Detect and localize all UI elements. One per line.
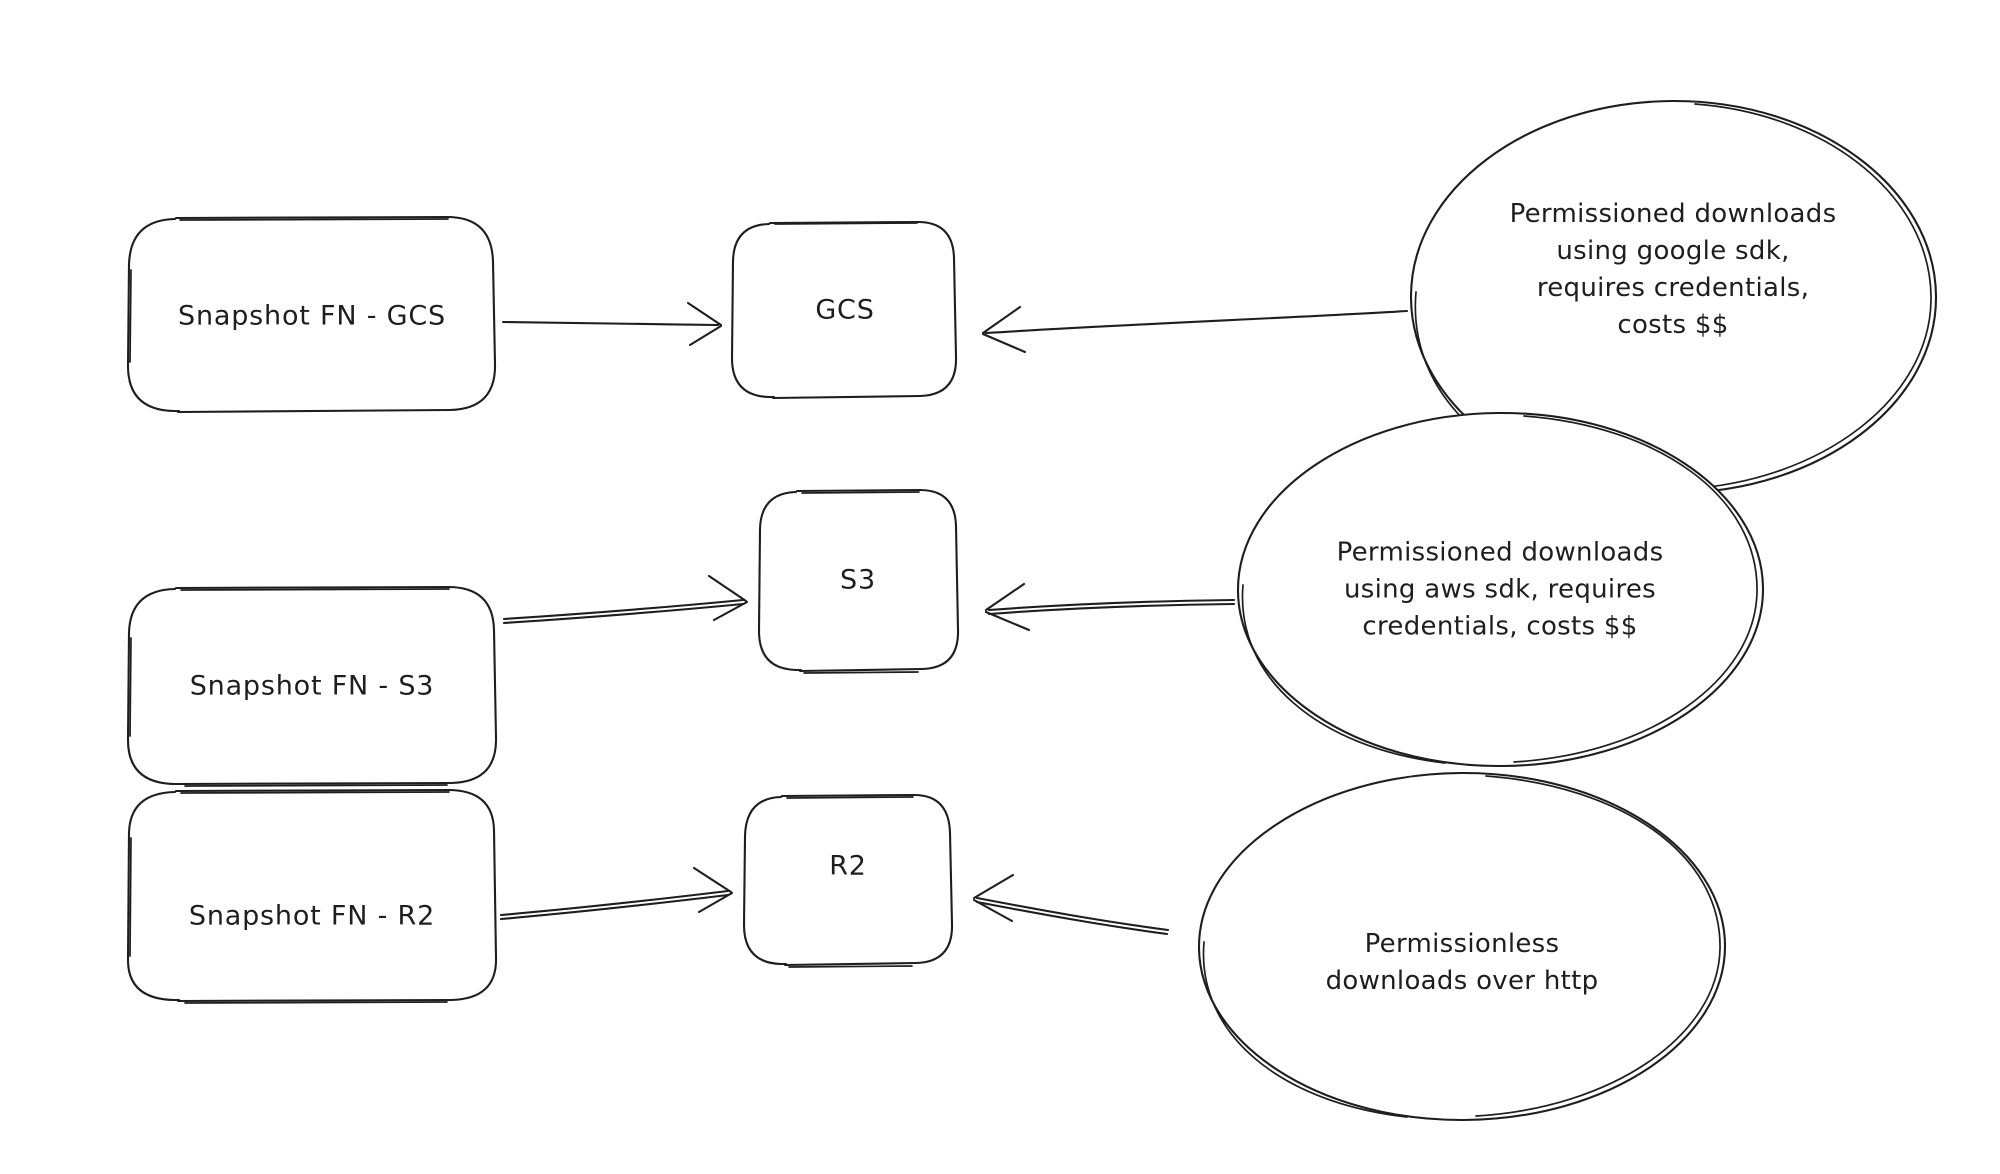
node-gcs[interactable] [730, 220, 958, 400]
edge-snapshot-s3-to-s3 [502, 574, 749, 625]
edge-note-s3-to-s3 [984, 582, 1236, 632]
node-note-r2[interactable] [1197, 771, 1727, 1122]
edge-snapshot-gcs-to-gcs [501, 301, 723, 347]
node-snapshot-fn-r2[interactable] [126, 788, 498, 1004]
node-note-s3[interactable] [1236, 411, 1765, 768]
edge-note-gcs-to-gcs [981, 305, 1409, 354]
node-s3[interactable] [757, 488, 960, 674]
edge-snapshot-r2-to-r2 [499, 866, 734, 921]
node-snapshot-fn-gcs[interactable] [126, 215, 497, 414]
node-snapshot-fn-s3[interactable] [126, 585, 498, 787]
node-r2[interactable] [742, 793, 954, 968]
edge-note-r2-to-r2 [972, 873, 1170, 936]
